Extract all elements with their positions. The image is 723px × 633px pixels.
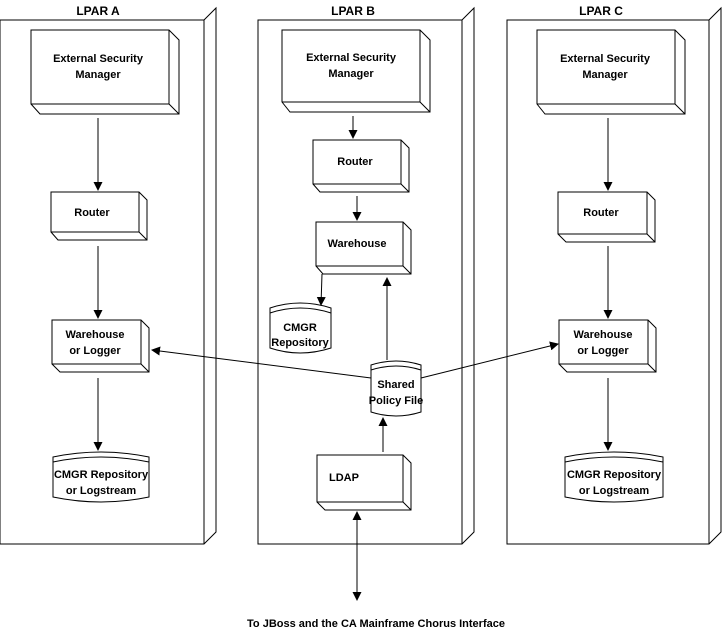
lpar-c-warehouse: Warehouse or Logger xyxy=(558,319,657,373)
repo-label-line1: CMGR xyxy=(283,322,317,334)
lpar-b: LPAR B External Security Manager Router … xyxy=(257,4,475,545)
lpar-c-title: LPAR C xyxy=(579,4,623,18)
lpar-b-router: Router xyxy=(312,139,410,193)
router-label: Router xyxy=(337,156,373,168)
esm-label-line1: External Security xyxy=(560,53,651,65)
policy-label-line1: Shared xyxy=(377,379,414,391)
lpar-a-title: LPAR A xyxy=(76,4,120,18)
router-label: Router xyxy=(74,207,110,219)
store-label-line2: or Logstream xyxy=(579,485,650,497)
lpar-c-router: Router xyxy=(557,191,656,243)
lpar-b-title: LPAR B xyxy=(331,4,375,18)
repo-label-line2: Repository xyxy=(271,337,329,349)
router-label: Router xyxy=(583,207,619,219)
lpar-b-cmgr-repository: CMGR Repository xyxy=(269,302,332,354)
warehouse-label-line2: or Logger xyxy=(69,345,121,357)
warehouse-label-line1: Warehouse xyxy=(66,329,125,341)
lpar-a-repository: CMGR Repository or Logstream xyxy=(52,451,150,503)
lpar-c-esm: External Security Manager xyxy=(536,29,686,115)
lpar-b-warehouse: Warehouse xyxy=(315,221,412,275)
lpar-a-warehouse: Warehouse or Logger xyxy=(51,319,150,373)
warehouse-label: Warehouse xyxy=(328,238,387,250)
store-label-line1: CMGR Repository xyxy=(567,469,662,481)
policy-label-line2: Policy File xyxy=(369,395,423,407)
shared-policy-file: Shared Policy File xyxy=(369,360,423,417)
lpar-b-esm: External Security Manager xyxy=(281,29,431,113)
ldap-label: LDAP xyxy=(329,472,359,484)
lpar-c: LPAR C External Security Manager Router … xyxy=(506,4,722,545)
esm-label-line2: Manager xyxy=(328,68,374,80)
esm-label-line2: Manager xyxy=(75,69,121,81)
arrow-policy-to-lpar-a-warehouse xyxy=(151,346,372,379)
lpar-a: LPAR A External Security Manager Router … xyxy=(0,4,217,545)
lpar-c-repository: CMGR Repository or Logstream xyxy=(564,451,664,503)
store-label-line1: CMGR Repository xyxy=(54,469,149,481)
footer-caption: To JBoss and the CA Mainframe Chorus Int… xyxy=(247,618,505,630)
esm-label-line1: External Security xyxy=(53,53,144,65)
lpar-a-router: Router xyxy=(50,191,148,241)
esm-label-line2: Manager xyxy=(582,69,628,81)
ldap-box: LDAP xyxy=(316,454,412,511)
arrow-warehouse-repo-b xyxy=(316,273,326,306)
warehouse-label-line1: Warehouse xyxy=(574,329,633,341)
store-label-line2: or Logstream xyxy=(66,485,137,497)
esm-label-line1: External Security xyxy=(306,52,397,64)
warehouse-label-line2: or Logger xyxy=(577,345,629,357)
arrow-policy-to-lpar-c-warehouse xyxy=(420,341,559,379)
lpar-a-esm: External Security Manager xyxy=(30,29,180,115)
